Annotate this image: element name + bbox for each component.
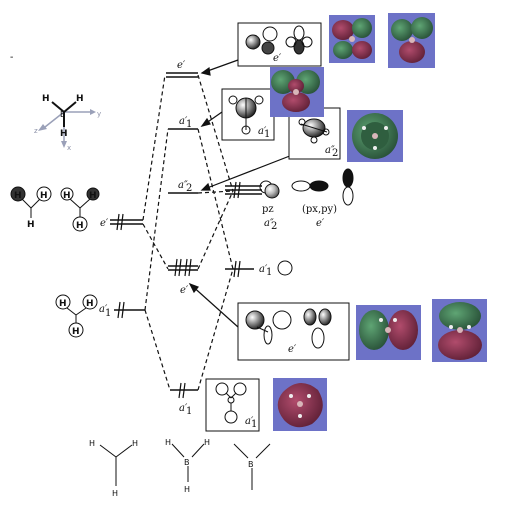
arrows xyxy=(188,59,301,328)
subscript: 1 xyxy=(186,406,192,417)
b-atom-label: B xyxy=(60,110,66,119)
orbital-box-e-top: e′ xyxy=(237,22,322,67)
subscript: 1 xyxy=(186,119,192,130)
right-p-levels xyxy=(225,181,262,199)
h-atom-label: H xyxy=(184,485,190,494)
h-atom-label: H xyxy=(76,94,84,104)
mo-level-a1-mid: a′ 1 xyxy=(168,116,198,130)
subscript: 1 xyxy=(251,419,257,430)
mo-a2-label: a″ xyxy=(178,180,188,191)
axis-x-label: x xyxy=(67,144,71,152)
bh3-structure: H H B H xyxy=(165,438,210,494)
h3-e-orbital-2: H H H xyxy=(60,187,100,232)
h-atom-label: H xyxy=(42,94,50,104)
right-a2-label: a″ xyxy=(264,218,274,229)
left-a1-label: a′ xyxy=(99,304,108,315)
h-atom-label: H xyxy=(63,191,71,201)
pxpy-label: (px,py) xyxy=(302,204,337,215)
mo-level-a2: a″ 2 xyxy=(168,180,198,194)
h-atom-label: H xyxy=(204,438,210,447)
right-s-level: a′ 1 xyxy=(225,260,293,278)
subscript: 2 xyxy=(271,221,277,232)
axis-y-label: y xyxy=(97,110,101,118)
px-sketch xyxy=(291,180,329,192)
box-label: e′ xyxy=(273,53,282,64)
boron-fragment-structure: B xyxy=(233,443,271,490)
subscript: 2 xyxy=(332,148,338,159)
box-label: a″ xyxy=(325,145,335,156)
h-atom-label: H xyxy=(27,220,35,230)
h-atom-label: H xyxy=(72,327,80,337)
box-label: e′ xyxy=(288,344,297,355)
h3-e-orbital-sketches: H H H H H H xyxy=(10,186,100,232)
subscript: 1 xyxy=(264,129,270,140)
left-e-label: e′ xyxy=(100,218,109,229)
pz-sketch: pz a″ 2 xyxy=(259,180,280,232)
mo-level-e-mid: e′ xyxy=(168,258,198,296)
orbital-box-e-mid: e′ xyxy=(237,302,350,361)
h-atom-label: H xyxy=(14,191,22,201)
orbital-render-5 xyxy=(356,305,421,360)
h-atom-label: H xyxy=(89,191,97,201)
orbital-render-7 xyxy=(273,378,327,431)
h-atom-label: H xyxy=(89,439,95,448)
orbital-box-a1-bot: a′ 1 xyxy=(205,378,260,432)
py-sketch xyxy=(342,168,354,206)
mo-level-a1-bot: a′ 1 xyxy=(170,382,198,417)
right-e-label: e′ xyxy=(316,218,325,229)
h-atom-label: H xyxy=(86,299,94,309)
p-orbital-sketches: pz a″ 2 (px,py) e′ xyxy=(259,168,354,232)
mo-a1-bot-label: a′ xyxy=(179,403,188,414)
orbital-render-1 xyxy=(329,15,375,63)
subscript: 1 xyxy=(266,267,272,278)
h3-a1-orbital-sketch: H H H xyxy=(55,294,98,338)
orbital-render-4 xyxy=(347,110,403,162)
s-orbital-sketch xyxy=(277,260,293,276)
subscript: 2 xyxy=(186,183,192,194)
b-atom-label: B xyxy=(184,458,190,467)
axis-z-label: z xyxy=(34,127,38,135)
h3-fragment-structure: H H H xyxy=(89,439,138,498)
box-label: a′ xyxy=(258,126,267,137)
h-atom-label: H xyxy=(165,438,171,447)
h-atom-label: H xyxy=(40,191,48,201)
h-atom-label: H xyxy=(59,299,67,309)
dash-mark: - xyxy=(10,52,13,63)
orbital-box-a1-mid: a′ 1 xyxy=(221,88,275,141)
box-label: a′ xyxy=(245,416,254,427)
right-a1-label: a′ xyxy=(259,264,268,275)
mo-e-top-label: e′ xyxy=(177,60,186,71)
h-atom-label: H xyxy=(76,221,84,231)
h-atom-label: H xyxy=(112,489,118,498)
h-atom-label: H xyxy=(132,439,138,448)
h3-e-orbital-1: H H H xyxy=(10,186,52,230)
left-e-level: e′ xyxy=(100,213,143,231)
orbital-render-3 xyxy=(270,67,324,117)
mo-level-e-top: e′ xyxy=(166,60,198,78)
bh3-3d-model: y z x H H B H xyxy=(34,94,101,152)
subscript: 1 xyxy=(105,308,111,319)
correlation-lines xyxy=(142,74,234,391)
mo-a1-mid-label: a′ xyxy=(179,116,188,127)
orbital-render-2 xyxy=(388,13,435,68)
left-a1-level: a′ 1 xyxy=(99,301,145,319)
orbital-render-6 xyxy=(432,299,487,362)
h-atom-label: H xyxy=(60,129,68,139)
b-atom-label: B xyxy=(248,460,254,469)
mo-e-mid-label: e′ xyxy=(180,285,189,296)
pz-label: pz xyxy=(262,204,274,215)
